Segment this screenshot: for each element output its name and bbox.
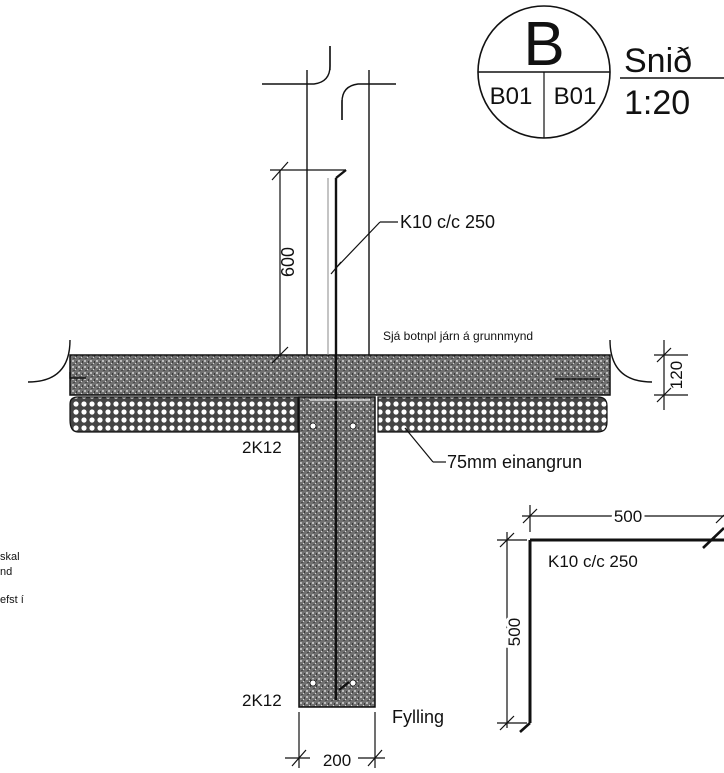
dim-slab-thickness: [654, 340, 688, 410]
dim-bend-vertical-label: 500: [505, 618, 524, 646]
leader-rebar: [330, 221, 398, 275]
dim-120-label: 120: [667, 361, 686, 389]
side-note-line1: skal: [0, 551, 20, 563]
sheet-ref-left: B01: [490, 83, 533, 110]
leader-insulation: [404, 427, 446, 463]
wall-rebar: [327, 169, 350, 700]
label-fill: Fylling: [392, 707, 444, 727]
section-letter: B: [523, 10, 564, 79]
label-rebar-wall: K10 c/c 250: [400, 212, 495, 232]
dim-footing-width: [285, 712, 385, 768]
side-note-line3: efst í: [0, 594, 24, 606]
section-symbol: [477, 5, 611, 139]
dim-600-label: 600: [278, 247, 298, 277]
bar-bend-detail: [519, 527, 724, 733]
rebar-dots: [309, 422, 357, 687]
label-bottom-bars: 2K12: [242, 691, 282, 710]
dim-bend-horizontal: [522, 505, 724, 532]
wall-outline: [262, 46, 396, 355]
dim-200-label: 200: [323, 751, 351, 770]
label-slab-note: Sjá botnpl járn á grunnmynd: [383, 329, 533, 343]
label-top-bars: 2K12: [242, 438, 282, 457]
dim-bend-horizontal-label: 500: [614, 507, 642, 526]
side-note-line2: nd: [0, 566, 12, 578]
floor-slab: [69, 354, 611, 396]
title-label: Snið: [624, 42, 692, 80]
label-insulation: 75mm einangrun: [447, 452, 582, 472]
slab-break-left: [27, 339, 86, 383]
label-bar-detail: K10 c/c 250: [548, 552, 638, 571]
dim-bend-vertical: [497, 532, 527, 731]
scale-label: 1:20: [624, 84, 690, 122]
slab-break-right: [555, 339, 653, 383]
insulation-layer: [69, 396, 608, 433]
sheet-ref-right: B01: [554, 83, 597, 110]
dim-wall-bar: [270, 161, 346, 364]
